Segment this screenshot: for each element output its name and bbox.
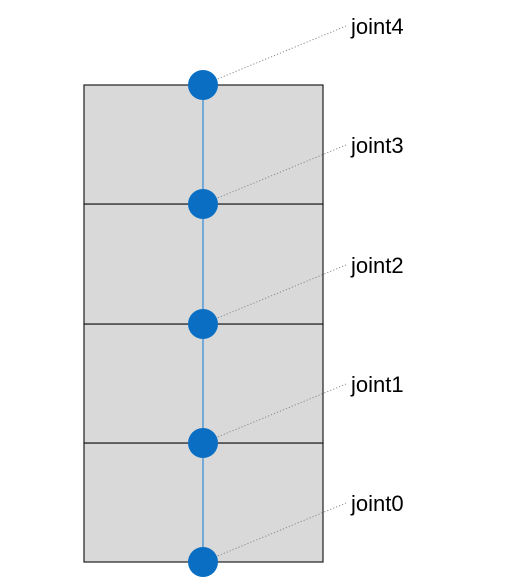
joint-marker-joint4 (188, 70, 218, 100)
joint-label-joint4: joint4 (350, 14, 404, 39)
joint-label-joint0: joint0 (350, 491, 404, 516)
leader-line-joint1 (202, 383, 347, 444)
joint-label-joint2: joint2 (350, 253, 404, 278)
joint-marker-joint2 (188, 309, 218, 339)
joint-marker-joint1 (188, 428, 218, 458)
joint-label-joint1: joint1 (350, 372, 404, 397)
joint-marker-joint3 (188, 189, 218, 219)
leader-line-joint3 (202, 144, 347, 205)
joint-marker-joint0 (188, 547, 218, 577)
leader-line-joint4 (202, 25, 347, 86)
leader-line-joint2 (202, 264, 347, 325)
joint-label-joint3: joint3 (350, 133, 404, 158)
leader-line-joint0 (202, 502, 347, 563)
